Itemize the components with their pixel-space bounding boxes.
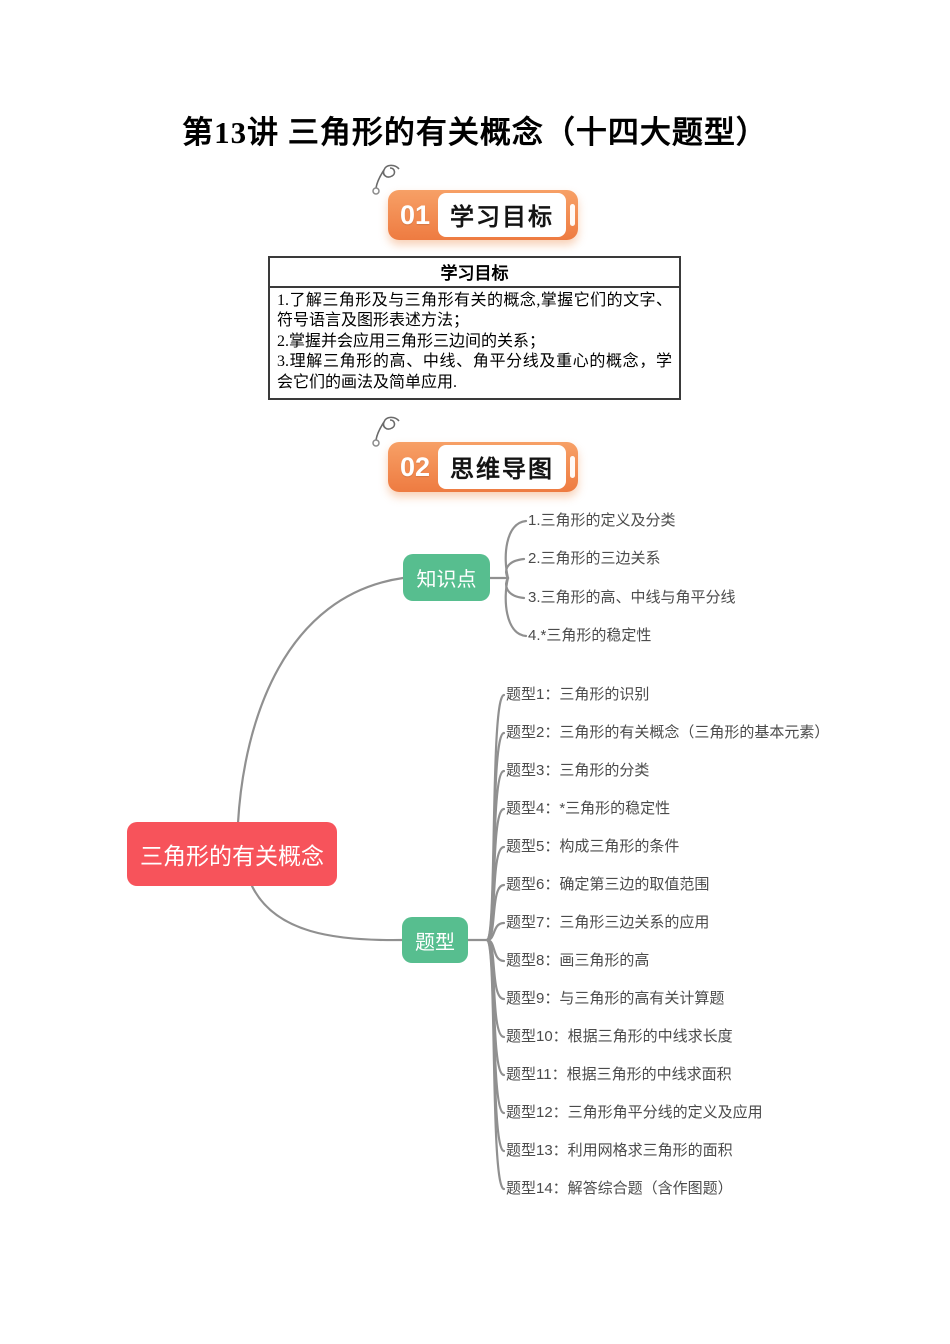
objective-item: 1.了解三角形及与三角形有关的概念,掌握它们的文字、符号语言及图形表述方法； [277,292,672,330]
knowledge-item: 1.三角形的定义及分类 [528,512,676,529]
section-label: 学习目标 [438,193,566,237]
page-title: 第13讲 三角形的有关概念（十四大题型） [182,115,768,150]
objectives-table: 学习目标 1.了解三角形及与三角形有关的概念,掌握它们的文字、符号语言及图形表述… [268,256,681,401]
question-type-item: 题型7：三角形三边关系的应用 [506,914,710,931]
mindmap-root-node: 三角形的有关概念 [127,822,337,886]
pin-squiggle-icon [372,164,400,195]
connector-line [505,557,526,580]
connector-line [236,576,405,825]
question-type-item: 题型1：三角形的识别 [506,686,650,703]
question-type-item: 题型6：确定第三边的取值范围 [506,876,710,893]
question-type-item: 题型3：三角形的分类 [506,762,650,779]
question-type-item: 题型12：三角形角平分线的定义及应用 [506,1104,763,1121]
section-badge-02: 02 思维导图 [388,442,578,492]
connector-line [250,884,404,942]
question-type-item: 题型10：根据三角形的中线求长度 [506,1028,733,1045]
objectives-table-header: 学习目标 [270,258,679,288]
section-label: 思维导图 [438,445,566,489]
connector-line [505,576,526,600]
connector-line [504,576,528,638]
knowledge-item: 2.三角形的三边关系 [528,550,661,567]
question-type-item: 题型11：根据三角形的中线求面积 [506,1066,732,1083]
objectives-table-body: 1.了解三角形及与三角形有关的概念,掌握它们的文字、符号语言及图形表述方法； 2… [270,288,679,398]
question-type-item: 题型4：*三角形的稳定性 [506,800,671,817]
section-badge-01: 01 学习目标 [388,190,578,240]
mindmap-branch-knowledge: 知识点 [403,554,490,601]
question-type-item: 题型2：三角形的有关概念（三角形的基本元素） [506,724,830,741]
question-type-item: 题型13：利用网格求三角形的面积 [506,1142,733,1159]
connector-line [504,519,528,580]
objective-item: 2.掌握并会应用三角形三边间的关系； [277,332,546,350]
section-number: 01 [399,199,431,230]
section-number: 02 [399,451,431,482]
question-type-item: 题型14：解答综合题（含作图题） [506,1180,733,1197]
knowledge-item: 4.*三角形的稳定性 [528,627,652,644]
connector-line [485,938,506,1191]
objective-item: 3.理解三角形的高、中线、角平分线及重心的概念，学会它们的画法及简单应用. [277,353,672,391]
question-type-item: 题型9：与三角形的高有关计算题 [506,990,725,1007]
mindmap-branch-question-types: 题型 [402,917,468,963]
pin-squiggle-icon [372,416,400,447]
question-type-item: 题型8：画三角形的高 [506,952,650,969]
knowledge-item: 3.三角形的高、中线与角平分线 [528,589,736,606]
question-type-item: 题型5：构成三角形的条件 [506,838,680,855]
